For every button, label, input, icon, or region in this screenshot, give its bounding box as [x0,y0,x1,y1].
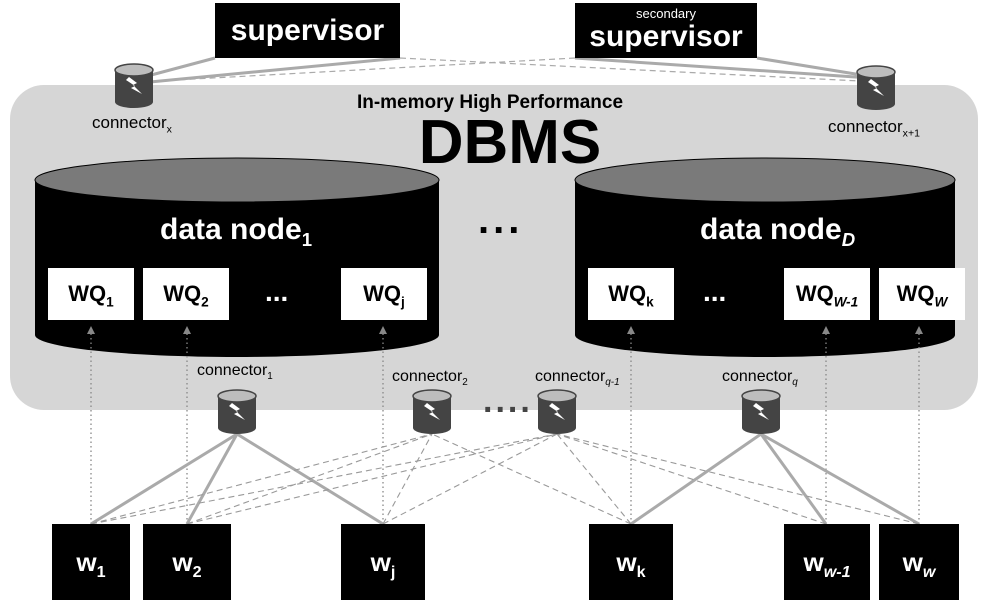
data-node-d-cylinder [574,157,956,357]
supervisor-label: supervisor [230,14,385,47]
wq-ellipsis-2: ... [703,276,727,307]
worker-w-1: ww-1 [784,524,870,600]
wq-2: WQ2 [143,268,229,320]
connector-q-1-label: connectorq-1 [535,368,620,389]
wq-j: WQj [341,268,427,320]
link-secondary-connector-x1 [574,56,871,80]
connector-q-label: connectorq [722,368,798,389]
secondary-supervisor-label: supervisor [589,20,743,53]
connector-q-cylinder [741,389,781,435]
connector-x-label: connectorx [92,113,172,136]
data-node-d-label: data nodeD [700,213,856,250]
connector-x1-cylinder [856,65,896,111]
link-supervisor-connector-x1 [399,57,881,83]
wq-ellipsis-1: ... [265,276,289,307]
supervisor-box: supervisor [215,3,400,58]
connector-x-cylinder [114,63,154,109]
worker-j: wj [341,524,425,600]
worker-2: w2 [143,524,231,600]
wq-1: WQ1 [48,268,134,320]
wq-w: WQW [879,268,965,320]
worker-connector-dashed-links [90,433,920,525]
worker-connector-solid-links [90,432,920,526]
worker-w: ww [879,524,959,600]
wq-k: WQk [588,268,674,320]
connector-1-label: connector1 [197,362,273,383]
arrowheads [87,326,923,334]
worker-k: wk [589,524,673,600]
secondary-supervisor-box: secondary supervisor [575,3,757,58]
node-separator: ... [478,198,524,242]
worker-1: w1 [52,524,130,600]
worker-queue-links [90,328,920,524]
connector-separator: .... [483,382,533,420]
link-supervisor-connector-x-b [149,56,401,84]
connector-q-1-cylinder [537,389,577,435]
wq-w-1: WQW-1 [784,268,870,320]
connector-x1-label: connectorx+1 [828,117,920,140]
data-node-1-cylinder [34,157,440,357]
supervisor-links [139,56,881,84]
secondary-caption: secondary [636,6,696,21]
link-secondary-connector-x [139,57,576,83]
dbms-title: DBMS [418,108,602,177]
dbms-subtitle: In-memory High Performance [356,92,624,113]
connector-2-cylinder [412,389,452,435]
connector-1-cylinder [217,389,257,435]
connector-2-label: connector2 [392,368,468,389]
data-node-1-label: data node1 [160,213,313,250]
